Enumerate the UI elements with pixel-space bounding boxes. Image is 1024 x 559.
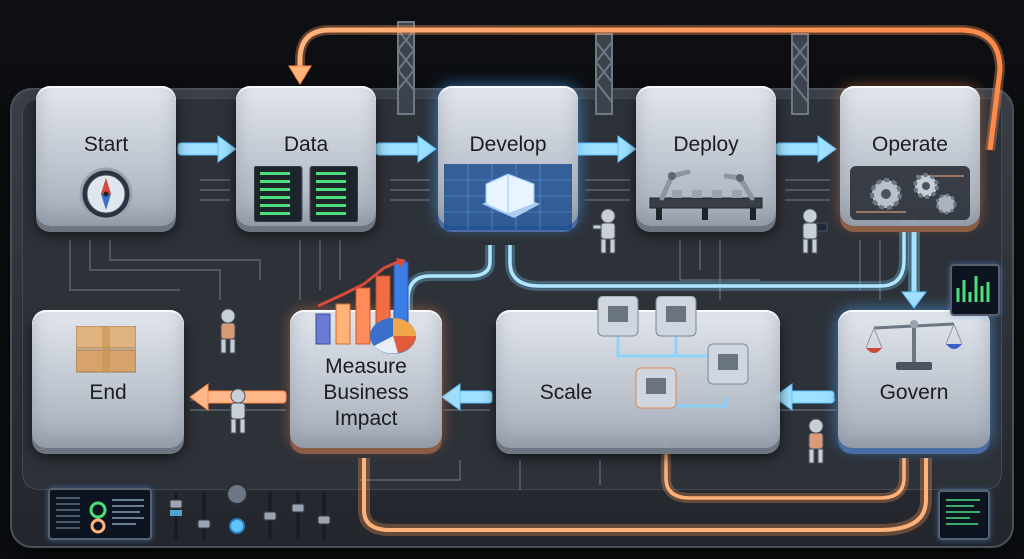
node-start[interactable]: Start — [36, 86, 176, 226]
pie-chart-icon — [370, 318, 416, 354]
node-measure-label-line3: Impact — [334, 407, 398, 430]
node-govern-label: Govern — [879, 381, 949, 404]
building-blueprint-icon — [444, 164, 572, 230]
node-develop[interactable]: Develop — [438, 86, 578, 230]
gears-icon — [850, 166, 970, 220]
compass-icon — [79, 167, 133, 221]
node-end[interactable]: End — [32, 310, 184, 448]
node-measure-label-line2: Business — [323, 381, 409, 404]
side-monitor — [950, 264, 1000, 316]
server-rack-icon — [254, 166, 358, 222]
forward-flow-arrows — [177, 135, 837, 163]
backward-flow-arrows — [189, 383, 835, 411]
node-data[interactable]: Data — [236, 86, 376, 226]
support-towers — [397, 21, 809, 115]
node-operate-label: Operate — [872, 133, 948, 156]
node-scale-label: Scale — [539, 381, 593, 404]
node-deploy[interactable]: Deploy — [636, 86, 776, 226]
node-develop-label: Develop — [469, 133, 547, 156]
box-icon — [76, 326, 136, 373]
dashboard-gauge-icon — [56, 497, 144, 534]
node-scale[interactable]: Scale — [496, 296, 780, 448]
node-govern[interactable]: Govern — [838, 310, 990, 448]
terminal-icon — [946, 499, 980, 525]
node-measure-label-line1: Measure — [325, 355, 407, 378]
processor-chip-icon — [597, 296, 749, 409]
node-end-label: End — [89, 381, 127, 404]
node-start-label: Start — [83, 133, 129, 156]
node-data-label: Data — [283, 133, 329, 156]
robot-arm-icon — [649, 169, 763, 220]
node-deploy-label: Deploy — [673, 133, 739, 156]
dashboard-screen-right — [938, 490, 990, 540]
scale-of-justice-icon — [866, 320, 962, 370]
dashboard-screen-left — [48, 488, 152, 540]
monitor-chart-icon — [956, 276, 990, 302]
node-operate[interactable]: Operate — [840, 86, 980, 226]
